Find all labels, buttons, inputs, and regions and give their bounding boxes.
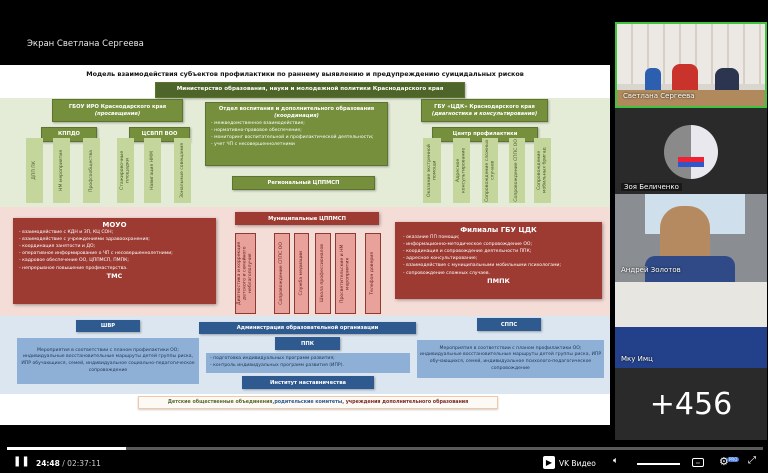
shvr-box: ШВР <box>76 320 140 332</box>
pmpk-label: ПМПК <box>487 276 510 285</box>
left-column: Навигация НММ <box>144 138 161 203</box>
progress-bar[interactable] <box>7 447 763 450</box>
tms-label: ТМС <box>106 271 123 280</box>
mouo-item: - оперативное информирование о ЧП с несо… <box>19 251 173 257</box>
ppk-item: - контроль индивидуальных программ разви… <box>210 363 344 368</box>
filials-box: Филиалы ГБУ ЦДК - оказание ПП помощи; - … <box>395 222 602 299</box>
filials-item: - координация и сопровождение деятельнос… <box>403 249 532 255</box>
left-column: НМ мероприятия <box>53 138 70 203</box>
municipal-column: Сопровождение СППС ОО <box>274 233 290 314</box>
left-column: Стажировочные площадки <box>117 138 134 203</box>
mouo-item: - взаимодействие с КДН и ЗП, КЦ СОН; <box>19 230 114 235</box>
right-column: Сопровождение сложных случаев <box>482 138 498 203</box>
bottom-part: , учреждения дополнительного образования <box>342 400 469 405</box>
mouo-item: - кадровое обеспечение ОО, ЦППМСП, ПМПК; <box>19 258 129 264</box>
left-column: Профсообщества <box>83 138 100 203</box>
progress-fill <box>7 447 127 450</box>
municipal-column: Служба медиации <box>294 233 309 314</box>
participant-tile[interactable]: Зоя Беличенко <box>615 108 767 194</box>
mouo-item: - координация занятости и ДО; <box>19 244 96 250</box>
right-column: Сопровождение СППС ОО <box>509 138 525 203</box>
participant-name: Мку Имц <box>621 355 653 363</box>
mouo-item: - взаимодействие с учреждениями здравоох… <box>19 237 150 243</box>
cdk-name: ГБУ «ЦДК» Краснодарского края <box>434 103 535 110</box>
presentation-slide: Модель взаимодействия субъектов профилак… <box>0 65 610 425</box>
filials-title: Филиалы ГБУ ЦДК <box>460 226 537 234</box>
right-column: Оказание экстренной помощи <box>423 138 441 203</box>
iro-name: ГБОУ ИРО Краснодарского края <box>68 103 167 110</box>
more-participants-button[interactable]: +456 <box>615 368 767 440</box>
pause-button[interactable]: ❚❚ <box>13 456 30 467</box>
spps-box: СППС <box>477 318 541 331</box>
municipal-column: Школа профессионалов <box>315 233 331 314</box>
current-time: 24:48 <box>36 459 60 468</box>
shvr-text-box: Мероприятия в соответствии с планом проф… <box>17 338 199 384</box>
seats <box>615 327 767 368</box>
spps-text-box: Мероприятия в соответствии с планом проф… <box>417 340 604 378</box>
person <box>672 64 698 92</box>
table <box>617 90 765 106</box>
bottom-part: Детские общественные объединения, <box>167 400 275 405</box>
ministry-box: Министерство образования, науки и молоде… <box>155 82 465 98</box>
bottom-part: родительские комитеты <box>274 400 343 405</box>
ppk-box: ППК <box>275 337 340 350</box>
vk-logo-icon: ▶ <box>543 456 555 469</box>
brand-label[interactable]: VK Видео <box>559 459 596 468</box>
subtitles-icon[interactable]: ▭ <box>692 458 704 467</box>
left-column: ДПП ПК <box>26 138 43 203</box>
mouo-item: - непрерывное повышение профмастерства. <box>19 265 128 271</box>
bottom-box: Детские общественные объединения, родите… <box>138 396 498 409</box>
otdel-box: Отдел воспитания и дополнительного образ… <box>205 102 388 166</box>
fullscreen-icon[interactable]: ⤢ <box>748 455 756 466</box>
filials-item: - сопровождение сложных случаев. <box>403 270 491 276</box>
ppk-item: - подготовка индивидуальных программ раз… <box>210 356 335 362</box>
mouo-title: МОУО <box>102 221 127 229</box>
flag <box>678 157 704 167</box>
person <box>715 68 739 92</box>
participant-tile-active[interactable]: Светлана Сергеева <box>615 22 767 108</box>
avatar <box>664 125 718 179</box>
time-display: 24:48 / 02:37:11 <box>36 459 101 468</box>
participant-name: Светлана Сергеева <box>623 92 695 100</box>
participant-name: Андрей Золотов <box>621 266 681 274</box>
iro-box: ГБОУ ИРО Краснодарского края (просвещени… <box>52 99 183 122</box>
participant-tile[interactable]: Андрей Золотов <box>615 194 767 282</box>
pro-badge: PRO <box>727 457 740 462</box>
settings-gear-icon[interactable]: ⚙ <box>719 455 729 468</box>
otdel-item: - мониторинг воспитательной и профилакти… <box>211 134 374 140</box>
filials-item: - адресное консультирование; <box>403 256 478 262</box>
otdel-item: - нормативно-правовое обеспечение; <box>211 127 302 133</box>
otdel-item: - межведомственное взаимодействие; <box>211 120 305 126</box>
participant-tile[interactable]: Мку Имц <box>615 282 767 368</box>
person <box>645 68 661 92</box>
regional-center-box: Региональный ЦППМСП <box>232 176 375 190</box>
otdel-role: (координация) <box>274 112 319 119</box>
municipal-column: Диагностика и коррекция детского и семей… <box>235 233 256 314</box>
person-body <box>645 256 735 282</box>
volume-slider[interactable] <box>637 463 680 465</box>
ppk-text-box: - подготовка индивидуальных программ раз… <box>206 353 410 373</box>
volume-icon[interactable]: 🔈︎ <box>613 456 619 466</box>
otdel-name: Отдел воспитания и дополнительного образ… <box>218 106 375 112</box>
municipal-column: Просветительские и НМ мероприятия <box>335 233 356 314</box>
slide-title: Модель взаимодействия субъектов профилак… <box>86 70 524 78</box>
mouo-box: МОУО - взаимодействие с КДН и ЗП, КЦ СОН… <box>13 218 216 304</box>
left-column: Зональные совещания <box>174 138 191 203</box>
right-column: Адресное консультирование <box>453 138 470 203</box>
right-column: Сопровождение мобильных бригад <box>534 138 551 203</box>
screen-share-title: Экран Светлана Сергеева <box>27 39 144 49</box>
filials-item: - оказание ПП помощи; <box>403 235 460 240</box>
filials-item: - взаимодействие с муниципальными мобиль… <box>403 263 562 269</box>
cdk-box: ГБУ «ЦДК» Краснодарского края (диагности… <box>421 99 548 122</box>
municipal-column: Телефон доверия <box>365 233 381 314</box>
otdel-item: - учет ЧП с несовершеннолетними <box>211 141 295 147</box>
iro-role: (просвещение) <box>94 110 141 117</box>
institute-box: Институт наставничества <box>242 376 374 389</box>
filials-item: - информационно-методическое сопровожден… <box>403 242 533 248</box>
admin-box: Администрация образовательной организаци… <box>199 322 416 334</box>
participant-name: Зоя Беличенко <box>621 183 682 191</box>
total-time: / 02:37:11 <box>62 459 101 468</box>
municipal-center-box: Муниципальные ЦППМСП <box>235 212 379 225</box>
cdk-role: (диагностика и консультирование) <box>431 110 538 117</box>
